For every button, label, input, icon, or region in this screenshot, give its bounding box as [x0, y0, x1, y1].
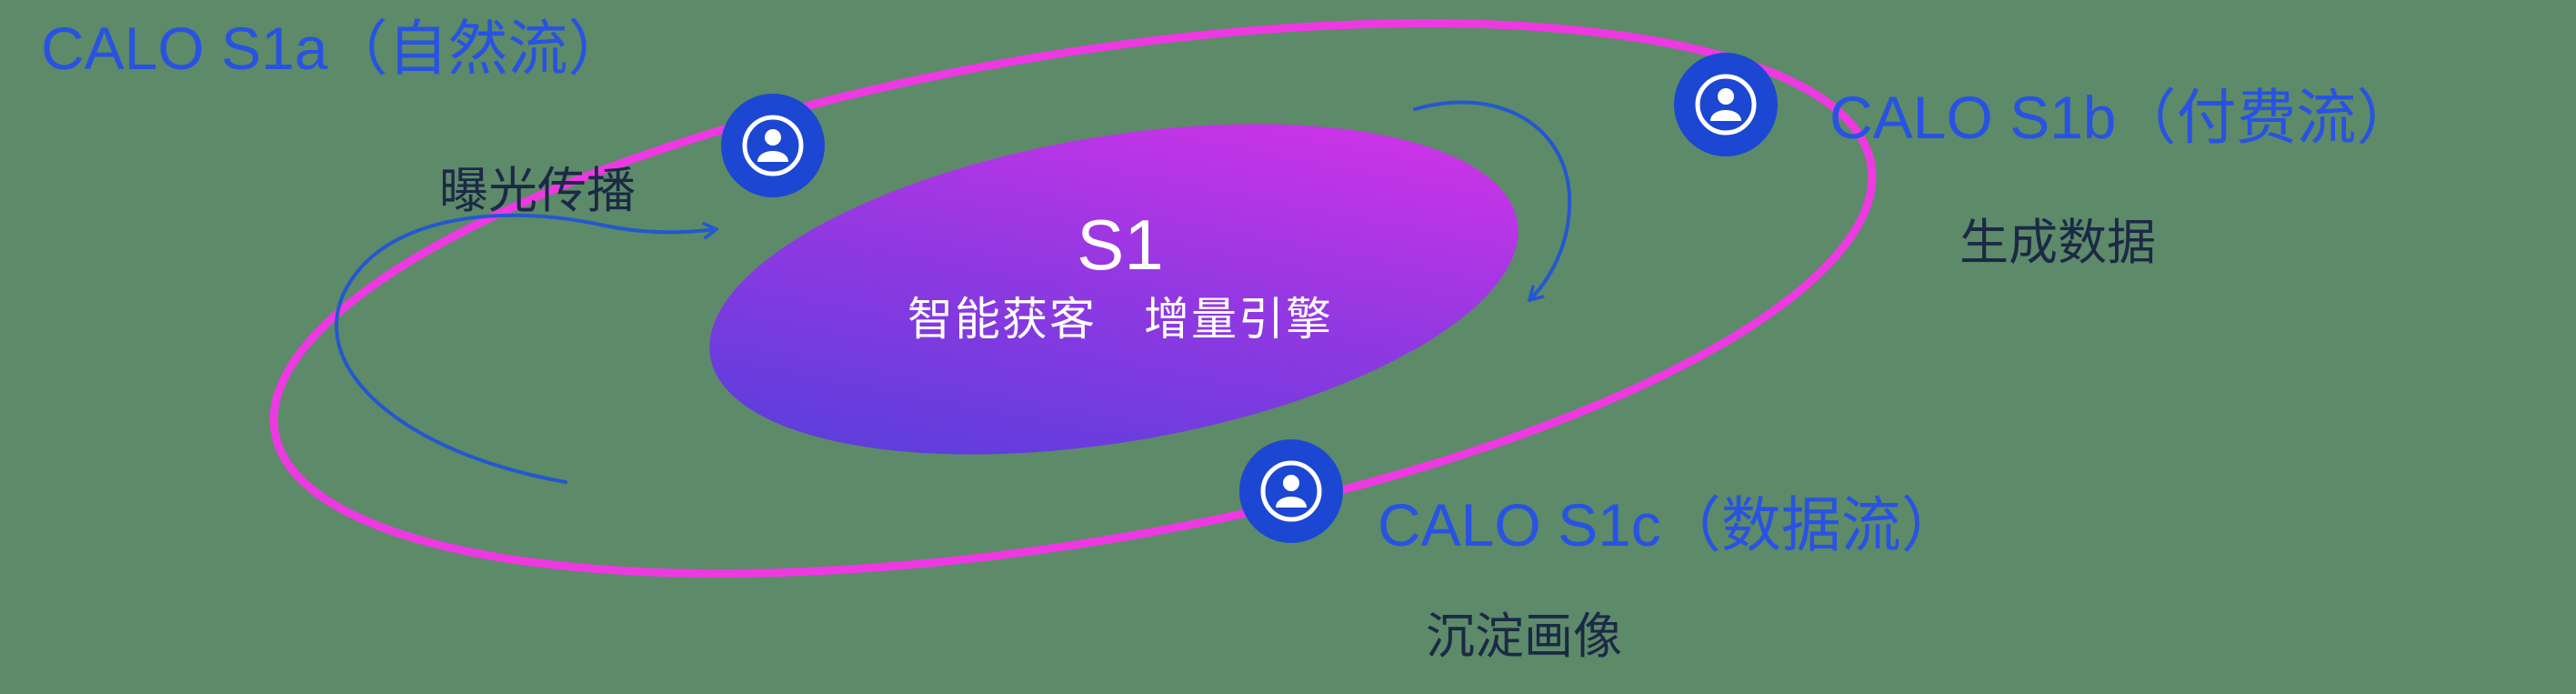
core-subtitle: 智能获客 增量引擎: [907, 294, 1333, 345]
flow-arrow-right-icon: [1413, 100, 1572, 302]
user-icon-body: [757, 151, 788, 162]
core-ellipse: [709, 124, 1519, 455]
user-icon-body: [1710, 110, 1741, 121]
node-s1c-title: CALO S1c（数据流）: [1378, 491, 1961, 558]
user-icon-head: [765, 129, 781, 146]
node-s1b-subtitle: 生成数据: [1960, 216, 2156, 270]
user-icon-body: [1276, 497, 1307, 508]
node-s1a-user-icon: [721, 94, 825, 197]
user-icon-ring: [742, 115, 804, 176]
core-title: S1: [1077, 205, 1163, 285]
flow-arrow-left-icon: [335, 213, 718, 484]
node-s1a-title: CALO S1a（自然流）: [41, 15, 628, 82]
node-s1a-subtitle: 曝光传播: [439, 164, 636, 218]
user-icon-ring: [1695, 74, 1757, 136]
user-icon-ring: [1260, 460, 1322, 522]
node-s1c-user-icon: [1239, 439, 1343, 543]
node-s1b-title: CALO S1b（付费流）: [1829, 84, 2417, 151]
node-s1b-user-icon: [1674, 53, 1778, 156]
user-icon-head: [1718, 88, 1734, 105]
user-icon-head: [1283, 475, 1299, 491]
orbit-ring: [269, 19, 1877, 578]
node-s1c-subtitle: 沉淀画像: [1426, 609, 1622, 664]
